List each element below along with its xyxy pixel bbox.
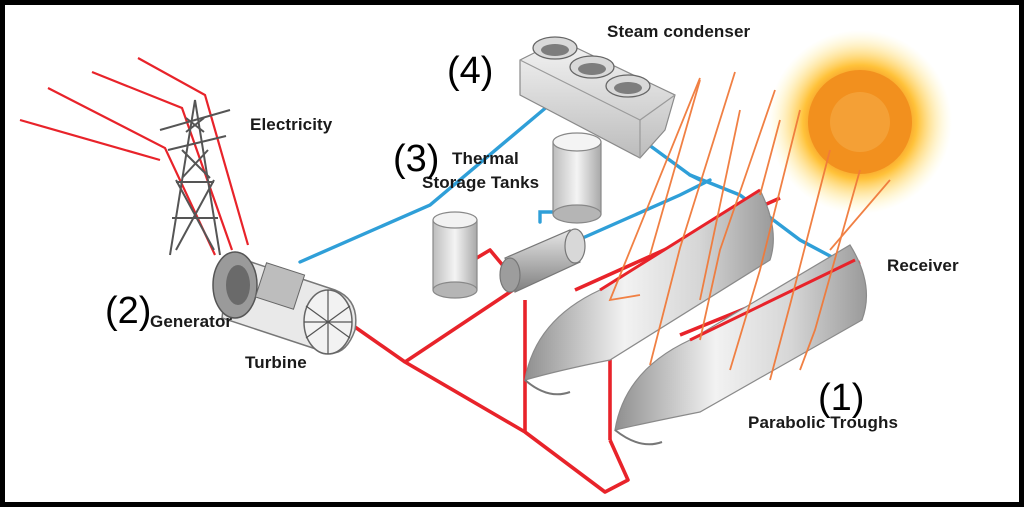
thermal-storage-label-line1: Thermal (452, 149, 519, 168)
turbine-label: Turbine (245, 353, 307, 372)
heat-exchanger-icon (499, 228, 586, 293)
thermal-storage-label-line2: Storage Tanks (422, 173, 540, 192)
steam-condenser-label: Steam condenser (607, 22, 751, 41)
parabolic-trough-front (614, 244, 867, 446)
storage-tank-cold (552, 132, 602, 224)
transmission-tower-icon (159, 99, 231, 256)
generator-turbine-icon (212, 251, 357, 355)
thermal-storage-label: Thermal Storage Tanks (422, 147, 539, 195)
sun-rays (608, 71, 891, 381)
steam-condenser-icon (519, 36, 676, 159)
receiver-label: Receiver (887, 256, 959, 275)
marker-storage: (3) (393, 138, 440, 180)
storage-tank-hot (432, 211, 478, 299)
marker-troughs: (1) (818, 377, 865, 419)
parabolic-trough-back (524, 188, 774, 396)
electricity-label: Electricity (250, 115, 333, 134)
generator-label: Generator (150, 312, 233, 331)
parabolic-troughs-label: Parabolic Troughs (748, 413, 899, 432)
marker-condenser: (4) (447, 50, 494, 92)
power-lines (19, 57, 250, 256)
sun-icon (768, 30, 952, 214)
marker-generator: (2) (105, 290, 152, 332)
